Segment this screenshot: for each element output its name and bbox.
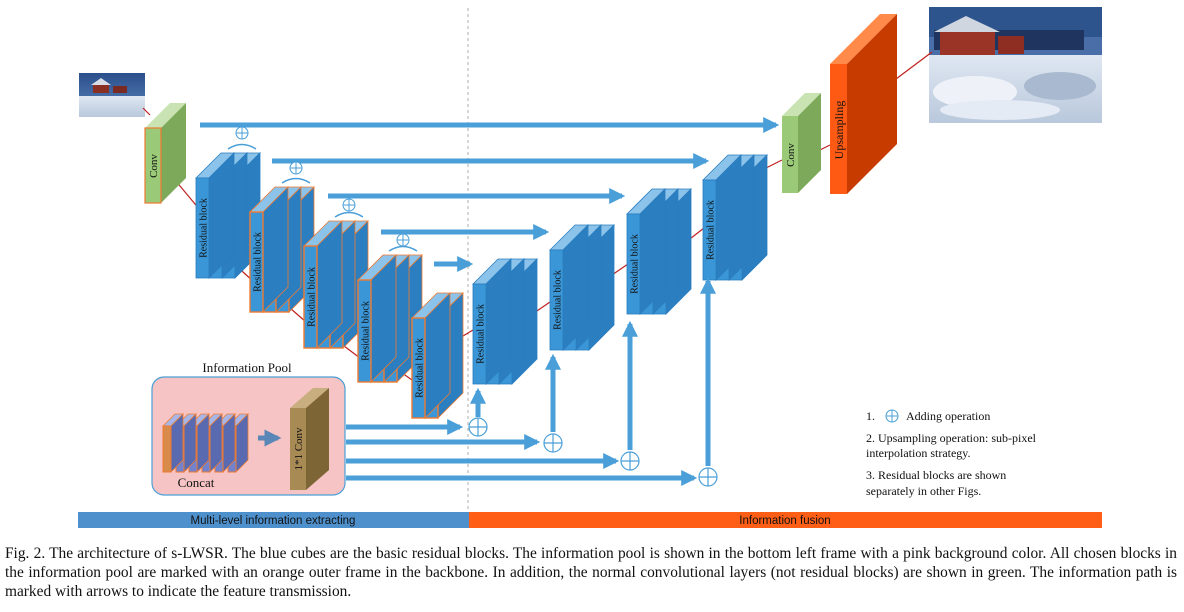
- conv-layer-output: Conv: [782, 93, 821, 193]
- residual-block: Residual block: [412, 293, 450, 418]
- conv-layer-input: Conv: [145, 103, 186, 203]
- residual-block: Residual block: [703, 155, 741, 280]
- residual-block: Residual block: [627, 189, 665, 314]
- legend-item3-line2: separately in other Figs.: [866, 484, 981, 498]
- legend-item1-number: 1.: [866, 409, 875, 423]
- residual-block-label: Residual block: [307, 267, 318, 327]
- information-pool: Information Pool Concat 1*1 Conv: [152, 360, 345, 495]
- output-image: [929, 7, 1102, 123]
- residual-block-label: Residual block: [199, 198, 210, 258]
- pool-output-arrows: [346, 427, 694, 478]
- residual-block-label: Residual block: [476, 304, 487, 364]
- bar-fusion-label: Information fusion: [739, 515, 830, 527]
- legend-item1-text: Adding operation: [906, 409, 990, 423]
- concat-blocks: [163, 414, 248, 472]
- conv1x1-label: 1*1 Conv: [293, 427, 305, 471]
- conv-label-left: Conv: [148, 154, 160, 178]
- residual-block: Residual block: [550, 225, 588, 350]
- concat-block: [163, 414, 183, 472]
- residual-block-label: Residual block: [253, 232, 264, 292]
- legend-item3-line1: 3. Residual blocks are shown: [866, 468, 1006, 482]
- residual-block: Residual block: [358, 255, 396, 382]
- residual-block-label: Residual block: [553, 270, 564, 330]
- bar-extracting-label: Multi-level information extracting: [191, 515, 356, 527]
- residual-block-label: Residual block: [706, 200, 717, 260]
- conv-label-right: Conv: [785, 143, 797, 167]
- legend-item2-line2: interpolation strategy.: [866, 446, 971, 460]
- legend: 1. Adding operation 2. Upsampling operat…: [866, 409, 1037, 498]
- pool-title: Information Pool: [202, 360, 292, 375]
- legend-item2-line1: 2. Upsampling operation: sub-pixel: [866, 431, 1037, 445]
- residual-block: Residual block: [473, 259, 511, 384]
- upsampling-layer: Upsampling: [830, 14, 897, 194]
- residual-block-label: Residual block: [361, 301, 372, 361]
- residual-block-label: Residual block: [630, 234, 641, 294]
- residual-block-label: Residual block: [415, 338, 426, 398]
- concat-label: Concat: [178, 475, 215, 490]
- residual-block: Residual block: [304, 221, 342, 348]
- stage-bar: Multi-level information extracting Infor…: [78, 512, 1102, 528]
- residual-block: Residual block: [196, 153, 234, 278]
- residual-block: Residual block: [250, 187, 288, 312]
- upsampling-label: Upsampling: [832, 101, 846, 160]
- legend-plus-icon: [886, 410, 898, 422]
- architecture-diagram: Conv Conv Upsampling Residual blockResid…: [0, 0, 1184, 540]
- figure-caption: Fig. 2. The architecture of s-LWSR. The …: [5, 544, 1177, 601]
- input-image: [79, 73, 145, 117]
